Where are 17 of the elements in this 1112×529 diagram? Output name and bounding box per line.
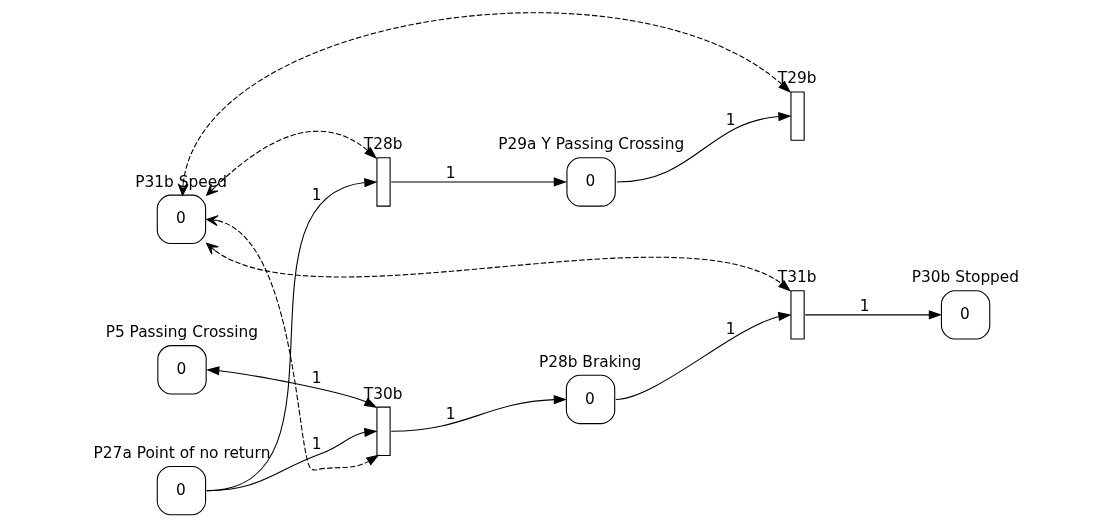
node-label: T31b <box>777 268 816 287</box>
node-label: T30b <box>363 384 402 403</box>
node-label: P5 Passing Crossing <box>105 323 258 342</box>
node-label: T29b <box>777 69 816 88</box>
edge-label: 1 <box>311 435 321 454</box>
node-label: P27a Point of no return <box>93 443 270 462</box>
edge-label: 1 <box>725 111 735 130</box>
node-label: T28b <box>363 135 402 154</box>
node-label: P28b Braking <box>538 352 641 371</box>
edge-label: 1 <box>445 405 455 424</box>
edge-label: 1 <box>859 296 869 315</box>
edge-label: 1 <box>311 185 321 204</box>
node-label: P29a Y Passing Crossing <box>497 135 684 154</box>
edge-label: 1 <box>311 369 321 388</box>
edge-label: 1 <box>445 163 455 182</box>
edge-label: 1 <box>725 319 735 338</box>
node-label: P30b Stopped <box>911 268 1019 287</box>
